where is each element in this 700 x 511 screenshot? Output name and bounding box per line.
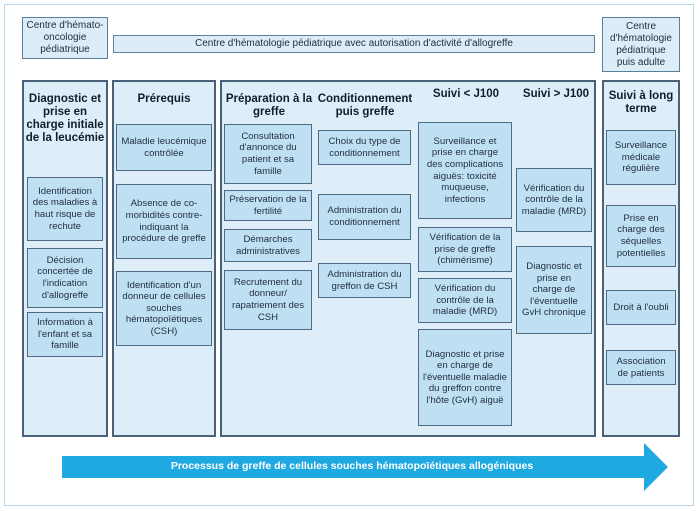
step-diagnostic-gvh-aigue: Diagnostic et prise en charge de l'évent…: [418, 329, 512, 426]
step-surveillance-complications: Surveillance et prise en charge des comp…: [418, 122, 512, 219]
column-title-conditionnement: Conditionnement puis greffe: [317, 93, 413, 118]
diagram-frame: [4, 4, 694, 506]
arrow-shape: [62, 443, 668, 491]
process-arrow-label: Processus de greffe de cellules souches …: [170, 460, 534, 472]
step-sequelles-potentielles: Prise en charge des séquelles potentiell…: [606, 205, 676, 267]
step-verification-controle-maladie: Vérification du contrôle de la maladie (…: [516, 168, 592, 232]
column-title-suivi-apres-j100: Suivi > J100: [522, 88, 590, 100]
step-information-famille: Information à l'enfant et sa famille: [27, 312, 103, 357]
header-centre-adulte: Centre d'hématologie pédiatrique puis ad…: [602, 17, 680, 72]
step-absence-comorbidites: Absence de co-morbidités contre-indiquan…: [116, 184, 212, 259]
step-administration-greffon: Administration du greffon de CSH: [318, 263, 411, 298]
step-droit-oubli: Droit à l'oubli: [606, 290, 676, 325]
header-centre-hemato-oncologie: Centre d'hémato-oncologie pédiatrique: [22, 17, 108, 59]
header-centre-allogreffe: Centre d'hématologie pédiatrique avec au…: [113, 35, 595, 53]
step-choix-conditionnement: Choix du type de conditionnement: [318, 130, 411, 165]
step-diagnostic-gvh-chronique: Diagnostic et prise en charge de l'évent…: [516, 246, 592, 334]
column-title-diagnostic: Diagnostic et prise en charge initiale d…: [25, 93, 105, 144]
process-arrow: Processus de greffe de cellules souches …: [62, 443, 670, 491]
step-verification-controle-mrd: Vérification du contrôle de la maladie (…: [418, 278, 512, 323]
step-administration-conditionnement: Administration du conditionnement: [318, 194, 411, 240]
step-consultation-annonce: Consultation d'annonce du patient et sa …: [224, 124, 312, 184]
step-decision-allogreffe: Décision concertée de l'indication d'all…: [27, 248, 103, 308]
step-identification-donneur: Identification d'un donneur de cellules …: [116, 271, 212, 346]
column-title-prerequis: Prérequis: [137, 93, 191, 105]
column-title-long-terme: Suivi à long terme: [608, 90, 674, 115]
step-maladie-controlee: Maladie leucémique contrôlée: [116, 124, 212, 171]
step-demarches-administratives: Démarches administratives: [224, 229, 312, 262]
step-association-patients: Association de patients: [606, 350, 676, 385]
column-title-suivi-avant-j100: Suivi < J100: [432, 88, 500, 100]
column-title-preparation: Préparation à la greffe: [225, 93, 313, 118]
step-identification-maladies: Identification des maladies à haut risqu…: [27, 177, 103, 241]
step-preservation-fertilite: Préservation de la fertilité: [224, 190, 312, 221]
step-verification-prise-greffe: Vérification de la prise de greffe (chim…: [418, 227, 512, 272]
step-recrutement-donneur: Recrutement du donneur/ rapatriement des…: [224, 270, 312, 330]
step-surveillance-medicale: Surveillance médicale régulière: [606, 130, 676, 185]
